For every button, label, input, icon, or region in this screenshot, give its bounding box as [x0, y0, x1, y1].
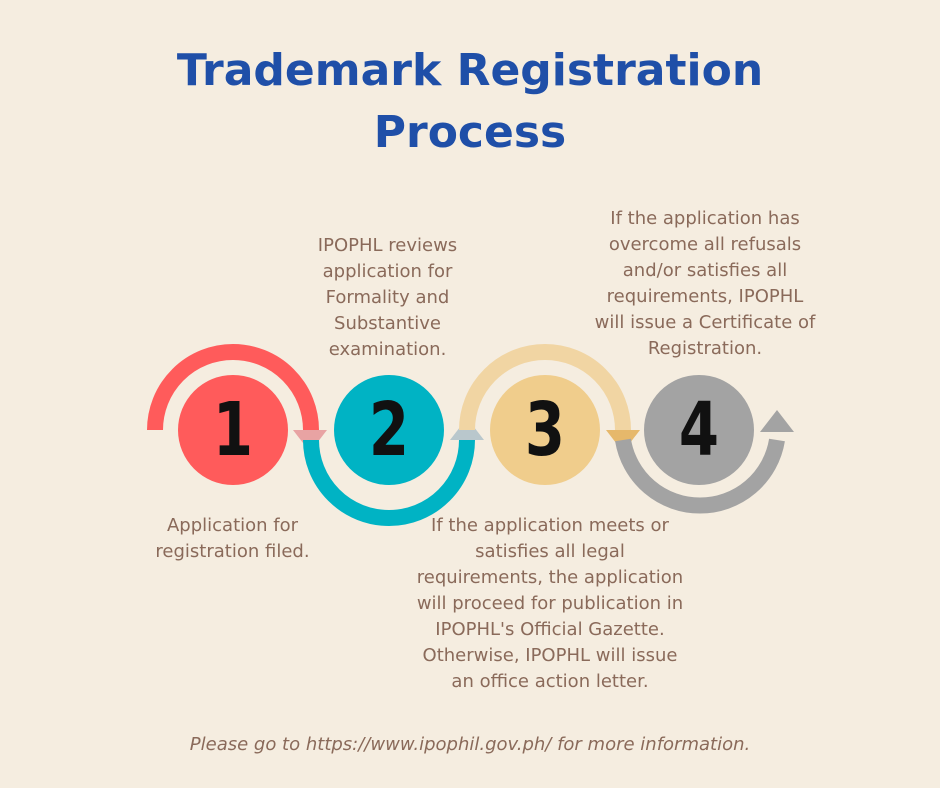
step-1-arc [147, 344, 319, 431]
step-2-description: IPOPHL reviews application for Formality… [317, 235, 458, 360]
step-1-circle [178, 375, 288, 485]
step-4-arc [615, 438, 785, 514]
step-4-number: 4 [678, 387, 720, 473]
step-3-description: If the application meets or satisfies al… [416, 515, 684, 692]
title-line-2: Process [373, 107, 567, 158]
step-4-description: If the application has overcome all refu… [594, 208, 816, 359]
step-4-circle [644, 375, 754, 485]
step-1-number: 1 [212, 387, 254, 473]
step-3-number: 3 [524, 387, 566, 473]
step-2-circle [334, 375, 444, 485]
title-line-1: Trademark Registration [176, 45, 764, 96]
step-3-circle [490, 375, 600, 485]
footer-note: Please go to https://www.ipophil.gov.ph/… [189, 734, 751, 755]
page-title: Trademark Registration Process [0, 40, 940, 164]
step-4-arrow-icon [760, 410, 794, 432]
step-2-arc [303, 439, 475, 526]
step-2-number: 2 [368, 387, 410, 473]
step-3-arc [459, 344, 631, 431]
step-1-description: Application for registration filed. [155, 515, 310, 562]
